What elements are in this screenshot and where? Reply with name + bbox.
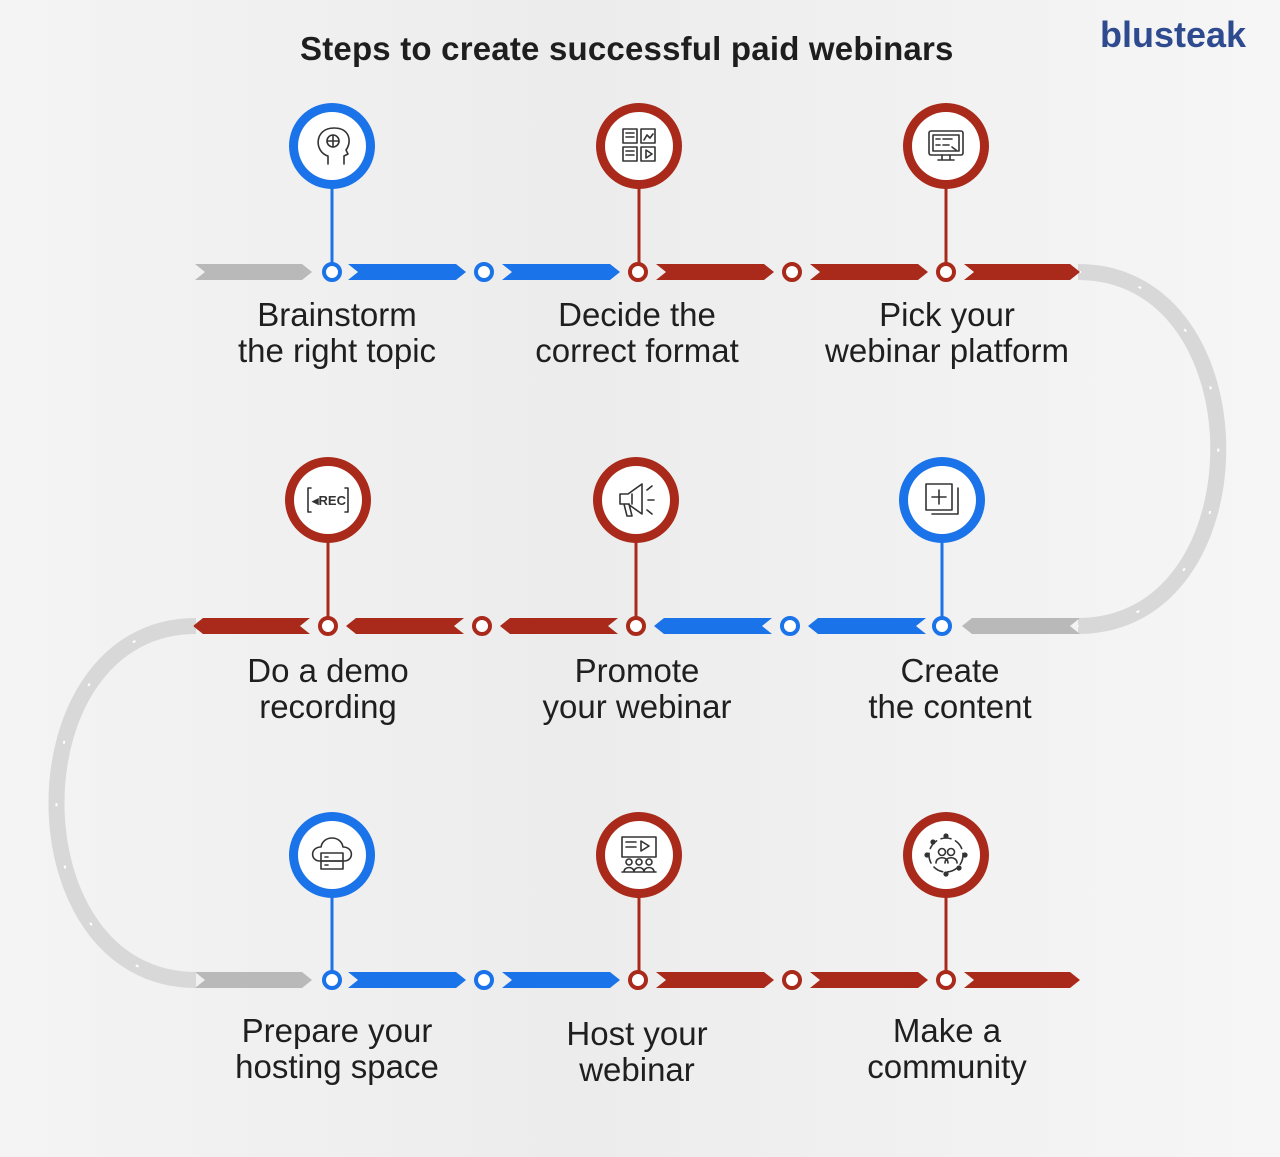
left-curve-chevrons	[55, 625, 197, 981]
step-pin-8	[596, 812, 682, 971]
row1-arrow-4	[656, 264, 774, 280]
row2-node-3	[626, 616, 646, 636]
row2-arrow-1	[962, 618, 1080, 634]
pin-face	[294, 466, 362, 534]
row1-node-2	[474, 262, 494, 282]
step-pin-4: ◂REC	[285, 457, 371, 617]
timeline-rows	[193, 262, 1080, 990]
pin-face	[298, 112, 366, 180]
row2-arrow-4	[500, 618, 618, 634]
step-pin-9	[903, 812, 989, 971]
community-network-icon	[924, 833, 968, 877]
step-pin-1	[289, 103, 375, 263]
rec-icon-text: ◂REC	[311, 493, 347, 508]
rec-icon: ◂REC	[307, 487, 349, 513]
row3-arrow-6	[964, 972, 1080, 988]
row1-node-3	[628, 262, 648, 282]
add-content-icon	[925, 483, 959, 515]
brand-logo: blusteak	[1100, 14, 1247, 55]
megaphone-icon	[619, 483, 655, 517]
row2-node-5	[318, 616, 338, 636]
connector-curves	[48, 264, 1227, 988]
row1-node-4	[782, 262, 802, 282]
row2-arrow-5	[346, 618, 464, 634]
row2-arrow-3	[654, 618, 772, 634]
pin-face	[298, 821, 366, 889]
row1-arrow-6	[964, 264, 1080, 280]
step-pin-7	[289, 812, 375, 971]
brain-head-icon	[317, 127, 350, 165]
pin-face	[912, 821, 980, 889]
format-grid-icon	[622, 128, 656, 162]
row1-arrow-2	[348, 264, 466, 280]
row1-node-1	[322, 262, 342, 282]
pin-face	[908, 466, 976, 534]
right-curve-chevrons	[1077, 271, 1220, 627]
row2-node-4	[472, 616, 492, 636]
row3-node-2	[474, 970, 494, 990]
pin-face	[605, 821, 673, 889]
step-pins: ◂REC	[285, 103, 989, 971]
row2-arrow-6	[193, 618, 310, 634]
row3-node-1	[322, 970, 342, 990]
row1-node-5	[936, 262, 956, 282]
row3-arrow-4	[656, 972, 774, 988]
row3-node-4	[782, 970, 802, 990]
row3-arrow-1	[195, 972, 312, 988]
row1-arrow-1	[195, 264, 312, 280]
presentation-audience-icon	[621, 836, 657, 873]
row1-arrow-5	[810, 264, 928, 280]
left-connector-curve	[48, 618, 197, 988]
row1-arrow-3	[502, 264, 620, 280]
step-pin-2	[596, 103, 682, 263]
row2-arrow-2	[808, 618, 926, 634]
right-connector-curve	[1077, 264, 1227, 634]
step-pin-5	[593, 457, 679, 617]
row3-node-3	[628, 970, 648, 990]
row3-arrow-2	[348, 972, 466, 988]
cloud-server-icon	[311, 837, 353, 870]
page-title: Steps to create successful paid webinars	[300, 30, 954, 67]
row2-node-1	[932, 616, 952, 636]
pin-face	[605, 112, 673, 180]
row2-node-2	[780, 616, 800, 636]
step-pin-6	[899, 457, 985, 617]
pin-face	[912, 112, 980, 180]
monitor-platform-icon	[928, 130, 964, 161]
row3-arrow-3	[502, 972, 620, 988]
row3-arrow-5	[810, 972, 928, 988]
row3-node-5	[936, 970, 956, 990]
pin-face	[602, 466, 670, 534]
step-pin-3	[903, 103, 989, 263]
